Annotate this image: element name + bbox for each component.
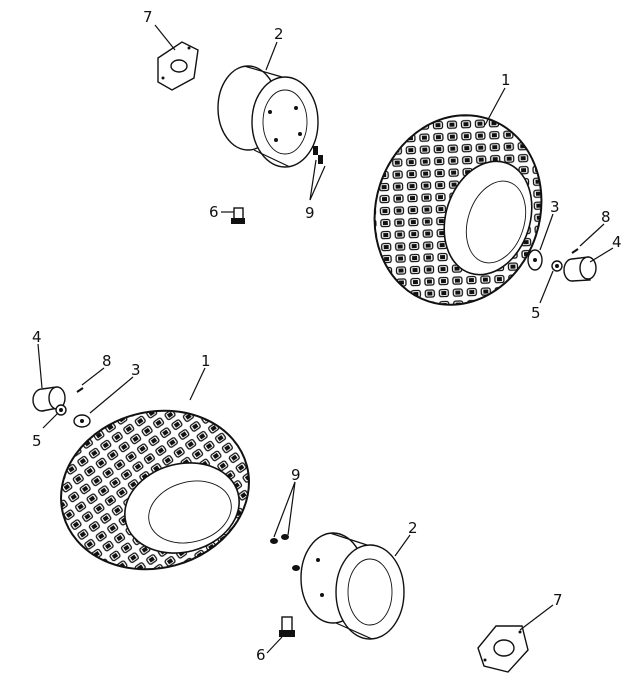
lower-washer: [73, 414, 91, 428]
lower-flange: [477, 625, 529, 673]
callout-upper-bushing: 4: [612, 233, 622, 251]
upper-rim: [217, 65, 319, 168]
callout-lower-rim: 2: [408, 519, 418, 537]
leader-lines: [37, 24, 614, 654]
callout-upper-bolts: 9: [305, 204, 315, 222]
lower-pin: [76, 387, 84, 393]
upper-washer: [527, 249, 543, 271]
lower-tire: [60, 409, 250, 571]
upper-fitting: [551, 260, 563, 272]
callout-upper-flange: 7: [143, 8, 153, 26]
callout-lower-tire: 1: [201, 352, 211, 370]
callout-lower-bushing: 4: [32, 328, 42, 346]
callout-upper-rim: 2: [274, 25, 284, 43]
callout-upper-pin: 8: [601, 208, 611, 226]
upper-tire: [373, 114, 543, 306]
callout-upper-tire: 1: [501, 71, 511, 89]
upper-bolts: [313, 146, 323, 164]
upper-flange: [157, 41, 199, 91]
upper-bushing: [563, 256, 597, 282]
upper-valve-stem: [231, 207, 245, 224]
lower-bolts: [270, 534, 300, 571]
lower-valve-stem: [279, 616, 295, 637]
callout-lower-flange: 7: [553, 591, 563, 609]
lower-fitting: [55, 404, 67, 416]
upper-pin: [571, 248, 579, 254]
callout-lower-valve-stem: 6: [256, 646, 266, 664]
callout-lower-bolts: 9: [291, 466, 301, 484]
callout-lower-washer: 3: [131, 361, 141, 379]
callout-lower-fitting: 5: [32, 432, 42, 450]
callout-upper-washer: 3: [550, 198, 560, 216]
lower-bushing: [32, 386, 66, 412]
callout-upper-fitting: 5: [531, 304, 541, 322]
callout-upper-valve-stem: 6: [209, 203, 219, 221]
lower-rim: [300, 532, 405, 640]
callout-lower-pin: 8: [102, 352, 112, 370]
